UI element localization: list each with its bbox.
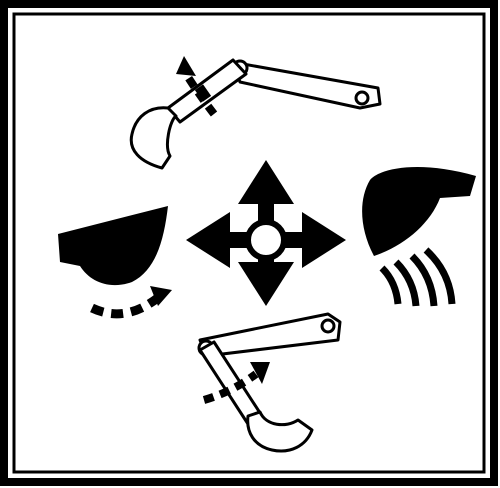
boom-lower-icon <box>199 314 340 451</box>
bucket-curl-icon <box>58 206 172 314</box>
bucket-dump-icon <box>362 167 476 306</box>
joystick-four-way-arrows-icon <box>186 160 346 306</box>
boom-raise-icon <box>131 56 380 168</box>
